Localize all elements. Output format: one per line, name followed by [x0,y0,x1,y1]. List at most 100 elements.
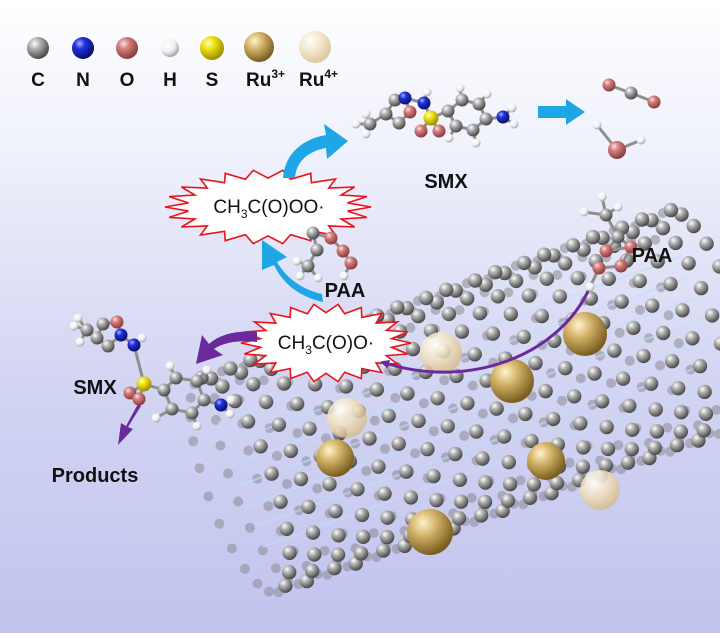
hydrogen-atom-swatch [161,39,179,57]
nanotube-atom [362,431,377,446]
nanotube-atom [625,422,640,437]
nanotube-atom [369,382,384,397]
nanotube-atom [411,413,426,429]
nanotube-atom [477,408,488,419]
nanotube-atom [279,521,294,536]
legend-item-h: H [161,39,179,91]
carbon-atom [90,331,104,345]
nanotube-atom [693,280,709,296]
nanotube-atom [576,440,591,455]
nanotube-atom [210,414,221,425]
nanotube-atom [534,308,549,324]
oxygen-atom [614,259,628,273]
nanotube-atom [257,545,268,556]
nanotube-atom [239,563,250,574]
ru3-particle [490,359,534,403]
cyan-arrows [262,99,585,302]
nanotube-atom [599,419,614,435]
nanotube-atom [283,443,298,459]
nanotube-atom [469,424,484,439]
legend-item-c: C [27,37,49,91]
nanotube-atom [536,247,552,262]
hydrogen-atom [455,83,465,93]
nanotube-atom [419,290,434,306]
oxygen-atom [324,231,338,245]
nanotube-atom [467,380,478,391]
nanotube-atom [564,457,575,468]
nanotube-atom [647,440,662,456]
nanotube-atom [587,366,602,381]
nanotube-atom [575,459,591,474]
nanotube-bond [232,296,698,466]
nanotube-atom [508,273,524,289]
nitrogen-atom-swatch [72,37,94,59]
nanotube-atom [243,445,254,456]
nanotube-atom [673,338,684,349]
nanotube-atom [322,477,337,492]
nanotube-atom [645,298,660,313]
nanotube-atom [518,406,533,422]
nanotube-atom [376,543,391,558]
nanotube-atom [453,494,469,509]
nanotube-atom [405,341,421,357]
oxygen-atom [602,78,616,92]
nanotube-atom [650,234,661,245]
oxygen-atom [414,124,428,138]
hydrogen-atom [225,409,235,419]
nanotube-atom [439,375,450,386]
nanotube-atom [223,468,234,479]
legend-item-ru3: Ru3+ [244,32,285,91]
legend-label: H [163,70,177,91]
nanotube-atom [448,446,463,462]
nanotube-atom [214,518,225,529]
nanotube-atom [440,419,455,434]
nanotube-atom [565,238,581,253]
nanotube-atom [524,433,539,449]
hydrogen-atom [69,321,79,331]
curved-arrow-to-smx [283,124,348,178]
nanotube-atom [203,491,214,502]
nanotube-atom [272,450,282,461]
carbon-atom [80,323,94,337]
nanotube-atom [305,525,321,540]
legend-label: Ru3+ [246,67,285,91]
nanotube-atom [271,417,287,432]
nanotube-atom [558,361,573,376]
nanotube-atom [354,507,370,523]
sulfur-atom [423,110,439,126]
legend-item-ru4: Ru4+ [299,31,338,91]
ru3-atom-swatch [244,32,274,62]
nanotube-atom [673,424,688,439]
nanotube-atom [557,395,568,406]
hydrogen-atom [292,256,302,266]
nanotube-atom [282,565,297,580]
nanotube-atom [594,394,610,409]
nanotube-atom [656,325,671,341]
nanotube-atom [598,458,614,473]
nanotube-atom [615,371,631,386]
ru3-particle [316,439,354,477]
hydrogen-atom [295,271,305,281]
carbon-atom [466,123,480,137]
nitrogen-atom [398,91,412,105]
nanotube-atom [669,437,685,453]
nanotube-atom [380,510,395,525]
nanotube-atom [282,545,297,560]
nanotube-atom [368,528,379,539]
nanotube-atom [637,236,652,251]
nanotube-atom [403,490,419,505]
nanotube-atom [662,422,673,433]
nanotube-atom [452,472,468,487]
nanotube-atom [305,563,320,579]
nanotube-atom [649,424,665,439]
oxygen-atom [432,124,446,138]
nanotube-atom [400,386,415,401]
nanotube-atom [459,430,470,441]
nanotube-atom [575,373,586,384]
carbon-atom [388,93,402,107]
oxygen-atom [344,256,358,270]
ru3-particle [527,442,565,480]
ru4-particle [420,332,462,374]
nanotube-atom [215,440,226,451]
nanotube-atom [475,451,490,466]
